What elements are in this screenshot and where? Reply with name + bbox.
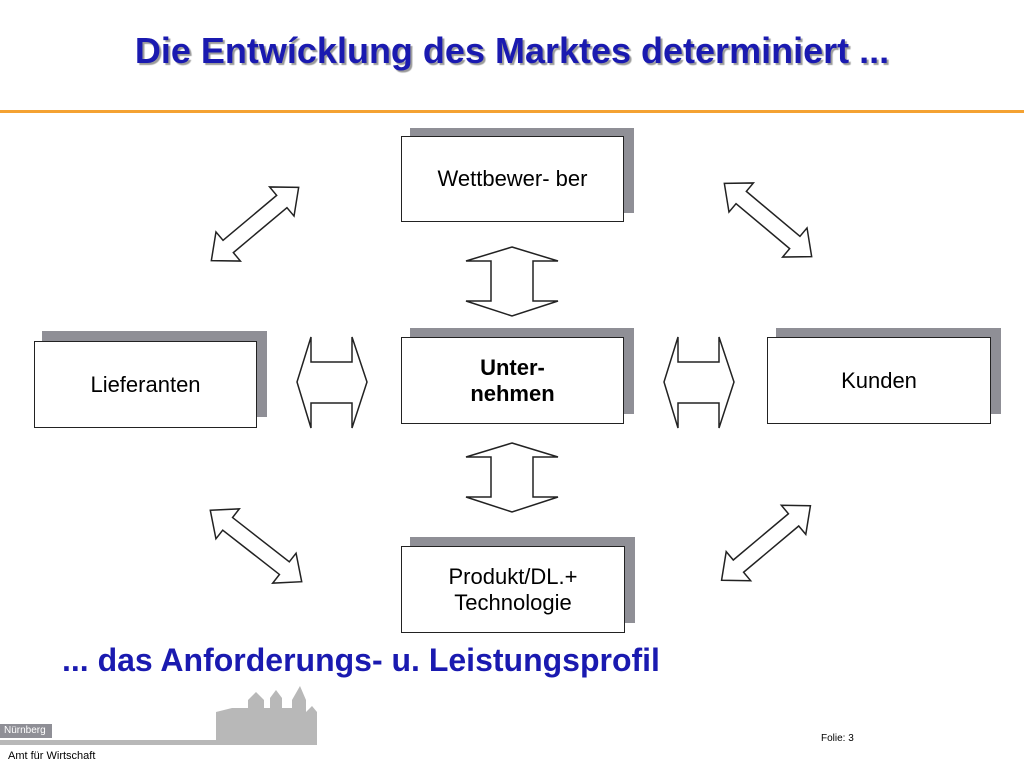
box-wettbewerber-label: Wettbewer- ber	[437, 166, 588, 191]
footer-department: Amt für Wirtschaft	[8, 750, 96, 762]
box-wettbewerber: Wettbewer- ber	[401, 128, 634, 222]
box-produkt: Produkt/DL.+ Technologie	[401, 537, 635, 633]
footer-band	[0, 740, 317, 745]
diagonal-arrow-lower-left	[209, 508, 303, 584]
box-produkt-label: Produkt/DL.+ Technologie	[448, 563, 578, 615]
box-kunden: Kunden	[767, 328, 1001, 424]
nuernberg-skyline-logo	[216, 686, 317, 745]
diagonal-arrow-upper-right	[723, 182, 813, 258]
diagonal-arrow-upper-left	[210, 186, 300, 262]
diagonal-arrow-lower-right	[720, 504, 812, 582]
footer-city-logo: Nürnberg	[0, 724, 52, 738]
box-unternehmen-label: Unter- nehmen	[470, 354, 555, 406]
subtitle: ... das Anforderungs- u. Leistungsprofil	[62, 642, 660, 678]
box-lieferanten: Lieferanten	[34, 331, 267, 428]
box-lieferanten-label: Lieferanten	[90, 371, 201, 397]
slide-number: Folie: 3	[821, 733, 854, 744]
box-kunden-label: Kunden	[841, 367, 917, 393]
box-unternehmen: Unter- nehmen	[401, 328, 634, 424]
double-arrow-left	[296, 336, 368, 429]
double-arrow-bottom	[465, 442, 559, 513]
title-rule	[0, 110, 1024, 113]
double-arrow-right	[663, 336, 735, 429]
slide-title: Die Entwícklung des Marktes determiniert…	[134, 30, 890, 71]
double-arrow-top	[465, 246, 559, 317]
